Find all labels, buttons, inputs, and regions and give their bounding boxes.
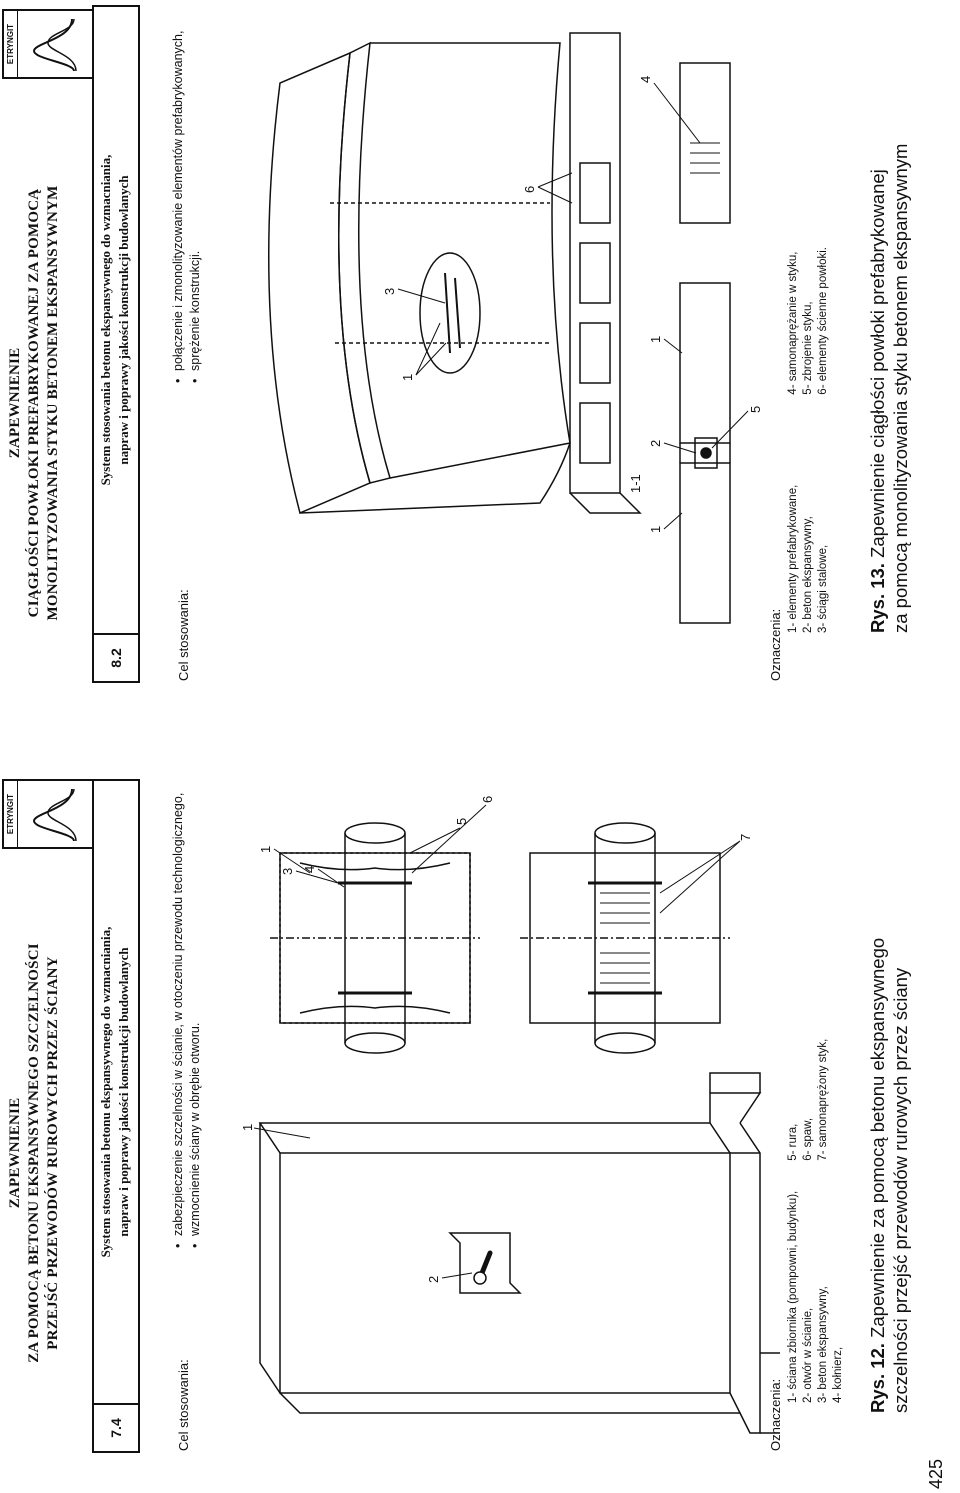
legend-item: 6- spaw, xyxy=(802,1117,814,1161)
purpose-item: połączenie i zmonolityzowanie elementów … xyxy=(170,3,187,383)
figure-number: Rys. 13. xyxy=(867,563,888,633)
purpose-item: sprężenie konstrukcji. xyxy=(187,3,204,383)
legend-item: 3- ściągi stalowe, xyxy=(817,544,829,633)
drawing-label: 4 xyxy=(638,76,653,83)
header-line: System stosowania betonu ekspansywnego d… xyxy=(98,926,113,1258)
drawing-label: 2 xyxy=(648,440,663,447)
caption-text: za pomocą monolityzowania styku betonem … xyxy=(890,143,911,633)
header-line: napraw i poprawy jakości konstrukcji bud… xyxy=(116,175,131,465)
title-line: ZA POMOCĄ BETONU EKSPANSYWNEGO SZCZELNOŚ… xyxy=(26,943,42,1363)
drawing-label: 1 xyxy=(240,1124,255,1131)
drawing-label: 1 xyxy=(648,526,663,533)
etryngit-logo: ETRYNGIT xyxy=(2,779,94,849)
figure-sheet-13: ZAPEWNIENIE CIĄGŁOŚCI POWŁOKI PREFABRYKO… xyxy=(0,3,960,683)
legend-title: Oznaczenia: xyxy=(768,1378,783,1451)
title-line: PRZEJŚĆ PRZEWODÓW RUROWYCH PRZEZ ŚCIANY xyxy=(45,956,61,1350)
legend-column: 5- rura, 6- spaw, 7- samonaprężony styk, xyxy=(786,1039,846,1161)
drawing-label: 1 xyxy=(258,846,273,853)
legend-column: 1- ściana zbiornika (pompowni, budynku),… xyxy=(786,1191,846,1403)
drawing-label: 1 xyxy=(648,336,663,343)
purpose-item: wzmocnienie ściany w obrębie otworu. xyxy=(187,768,204,1248)
caption-text: Zapewnienie ciągłości powłoki prefabryko… xyxy=(867,169,888,564)
legend-item: 3- beton ekspansywny, xyxy=(817,1286,829,1403)
figure-caption: Rys. 13. Zapewnienie ciągłości powłoki p… xyxy=(866,13,912,633)
legend-item: 5- zbrojenie styku, xyxy=(802,301,814,395)
purpose-item: zabezpieczenie szczelności w ścianie, w … xyxy=(170,768,187,1248)
title-line: MONOLITYZOWANIA STYKU BETONEM EKSPANSYWN… xyxy=(45,185,61,621)
purpose-list: połączenie i zmonolityzowanie elementów … xyxy=(170,3,204,383)
figure-caption: Rys. 12. Zapewnienie za pomocą betonu ek… xyxy=(866,793,912,1413)
legend: 1- ściana zbiornika (pompowni, budynku),… xyxy=(786,1009,846,1403)
section-number: 8.2 xyxy=(94,633,138,681)
purpose-label: Cel stosowania: xyxy=(176,1359,191,1451)
drawing-label: 1 xyxy=(400,374,415,381)
title-line: CIĄGŁOŚCI POWŁOKI PREFABRYKOWANEJ ZA POM… xyxy=(26,188,42,618)
legend-column: 4- samonaprężanie w styku, 5- zbrojenie … xyxy=(786,247,831,395)
purpose-label: Cel stosowania: xyxy=(176,589,191,681)
caption-text: Zapewnienie za pomocą betonu ekspansywne… xyxy=(867,937,888,1344)
drawing-label: 3 xyxy=(382,288,397,295)
caption-text: szczelności przejść przewodów rurowych p… xyxy=(890,967,911,1413)
drawing-label: 4 xyxy=(302,866,317,873)
figure-sheet-12: ZAPEWNIENIE ZA POMOCĄ BETONU EKSPANSYWNE… xyxy=(0,753,960,1453)
header-line: System stosowania betonu ekspansywnego d… xyxy=(98,154,113,486)
drawing-label: 6 xyxy=(480,796,495,803)
drawing-label: 5 xyxy=(454,818,469,825)
section-number: 7.4 xyxy=(94,1403,138,1451)
purpose-list: zabezpieczenie szczelności w ścianie, w … xyxy=(170,768,204,1248)
page-number: 425 xyxy=(926,1458,946,1489)
system-header: 8.2 System stosowania betonu ekspansywne… xyxy=(92,5,140,683)
legend-column: 1- elementy prefabrykowane, 2- beton eks… xyxy=(786,485,831,633)
legend-item: 1- elementy prefabrykowane, xyxy=(787,484,799,633)
title-line: ZAPEWNIENIE xyxy=(7,1097,23,1209)
drawing-label: 2 xyxy=(426,1276,441,1283)
drawing-label: 5 xyxy=(748,406,763,413)
drawing-label: 7 xyxy=(738,834,753,841)
sheet-title: ZAPEWNIENIE CIĄGŁOŚCI POWŁOKI PREFABRYKO… xyxy=(6,143,63,663)
legend-item: 5- rura, xyxy=(787,1123,799,1161)
legend-item: 2- beton ekspansywny, xyxy=(802,516,814,633)
expansion-curve-icon xyxy=(32,18,77,72)
legend-item: 2- otwór w ścianie, xyxy=(802,1307,814,1403)
sheet-title: ZAPEWNIENIE ZA POMOCĄ BETONU EKSPANSYWNE… xyxy=(6,873,63,1433)
legend-item: 6- elementy ścienne powłoki. xyxy=(817,247,829,395)
etryngit-logo: ETRYNGIT xyxy=(2,9,94,79)
legend-item: 4- kołnierz, xyxy=(832,1346,844,1403)
legend-item: 4- samonaprężanie w styku, xyxy=(787,251,799,395)
system-header: 7.4 System stosowania betonu ekspansywne… xyxy=(92,779,140,1453)
wall-pipe-drawing: 1 2 xyxy=(240,796,780,1434)
joint-section-detail: 4 1-1 1 2 1 5 xyxy=(628,62,763,624)
figure-number: Rys. 12. xyxy=(867,1343,888,1413)
title-line: ZAPEWNIENIE xyxy=(7,347,23,459)
drawing-label: 3 xyxy=(280,868,295,875)
drawing-label: 1-1 xyxy=(628,474,643,493)
logo-text: ETRYNGIT xyxy=(6,11,18,77)
header-line: napraw i poprawy jakości konstrukcji bud… xyxy=(116,947,131,1237)
legend-item: 1- ściana zbiornika (pompowni, budynku), xyxy=(787,1190,799,1403)
system-description: System stosowania betonu ekspansywnego d… xyxy=(94,7,138,633)
precast-shell-drawing: 1 3 6 xyxy=(268,32,642,515)
system-description: System stosowania betonu ekspansywnego d… xyxy=(94,781,138,1403)
expansion-curve-icon xyxy=(32,788,77,842)
legend: 1- elementy prefabrykowane, 2- beton eks… xyxy=(786,217,831,633)
legend-title: Oznaczenia: xyxy=(768,608,783,681)
legend-item: 7- samonaprężony styk, xyxy=(817,1038,829,1161)
logo-text: ETRYNGIT xyxy=(6,781,18,847)
drawing-label: 6 xyxy=(522,186,537,193)
